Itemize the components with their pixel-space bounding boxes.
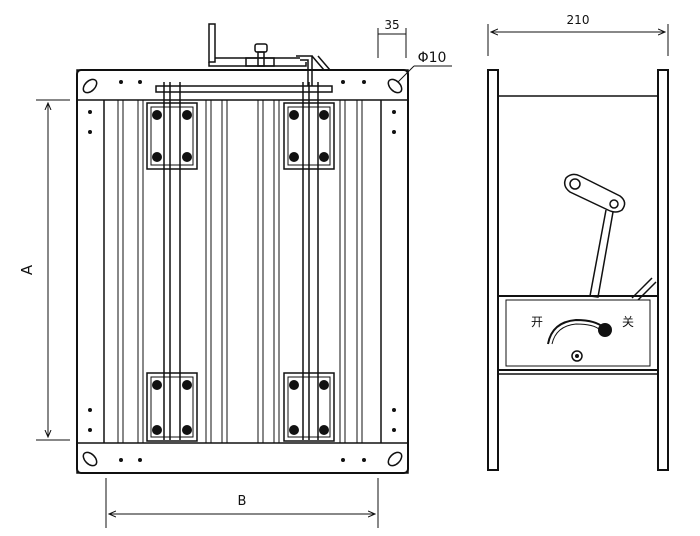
front-frame-outer (76, 69, 409, 474)
dimension-210: 210 (487, 13, 669, 56)
top-actuator (208, 23, 331, 86)
bracket-plates (146, 102, 335, 442)
handle-icon (547, 318, 612, 362)
dimension-a-label: A (18, 264, 36, 275)
side-actuator-face (505, 299, 651, 367)
dimension-210-label: 210 (567, 13, 590, 27)
side-left-flange (487, 69, 499, 471)
dimension-b-label: B (238, 494, 247, 509)
side-right-flange (657, 69, 669, 471)
dimension-35-label: 35 (384, 18, 399, 32)
hole-diameter-label: Φ10 (418, 50, 447, 66)
side-actuator-box (497, 295, 659, 371)
blades (117, 100, 363, 443)
front-view: A B 35 Φ10 (18, 18, 452, 528)
flange-bolt-holes (88, 80, 396, 462)
dimension-35: 35 (377, 18, 407, 58)
corner-holes (82, 78, 403, 467)
actuator-knob (254, 43, 268, 53)
side-linkage-arm (563, 173, 657, 301)
open-label: 开 (531, 315, 543, 329)
actuator-handle-post (208, 23, 216, 63)
dimension-a: A (18, 99, 70, 441)
dimension-b: B (105, 478, 379, 528)
top-linkage-bar (155, 85, 333, 93)
linkage-rods (163, 82, 319, 440)
close-label: 关 (622, 315, 634, 329)
bottom-flange (76, 442, 409, 474)
side-view: 开 关 210 (487, 13, 669, 471)
hole-callout: Φ10 (397, 50, 452, 83)
top-flange (76, 69, 409, 101)
